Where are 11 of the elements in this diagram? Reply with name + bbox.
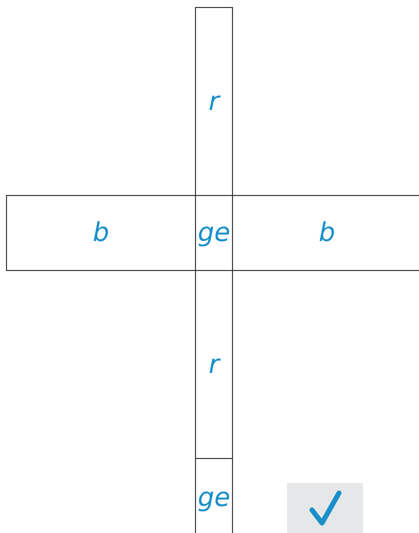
face-label: ge xyxy=(198,483,230,513)
face-label: r xyxy=(208,350,220,380)
face-label: b xyxy=(92,218,110,248)
face-label: r xyxy=(208,86,220,116)
net-face-box xyxy=(195,458,233,533)
face-label: ge xyxy=(198,218,230,248)
net-face-box xyxy=(232,195,419,271)
face-label: b xyxy=(318,218,336,248)
net-face-box xyxy=(195,7,233,196)
net-face-box xyxy=(195,270,233,459)
net-face-box xyxy=(6,195,196,271)
